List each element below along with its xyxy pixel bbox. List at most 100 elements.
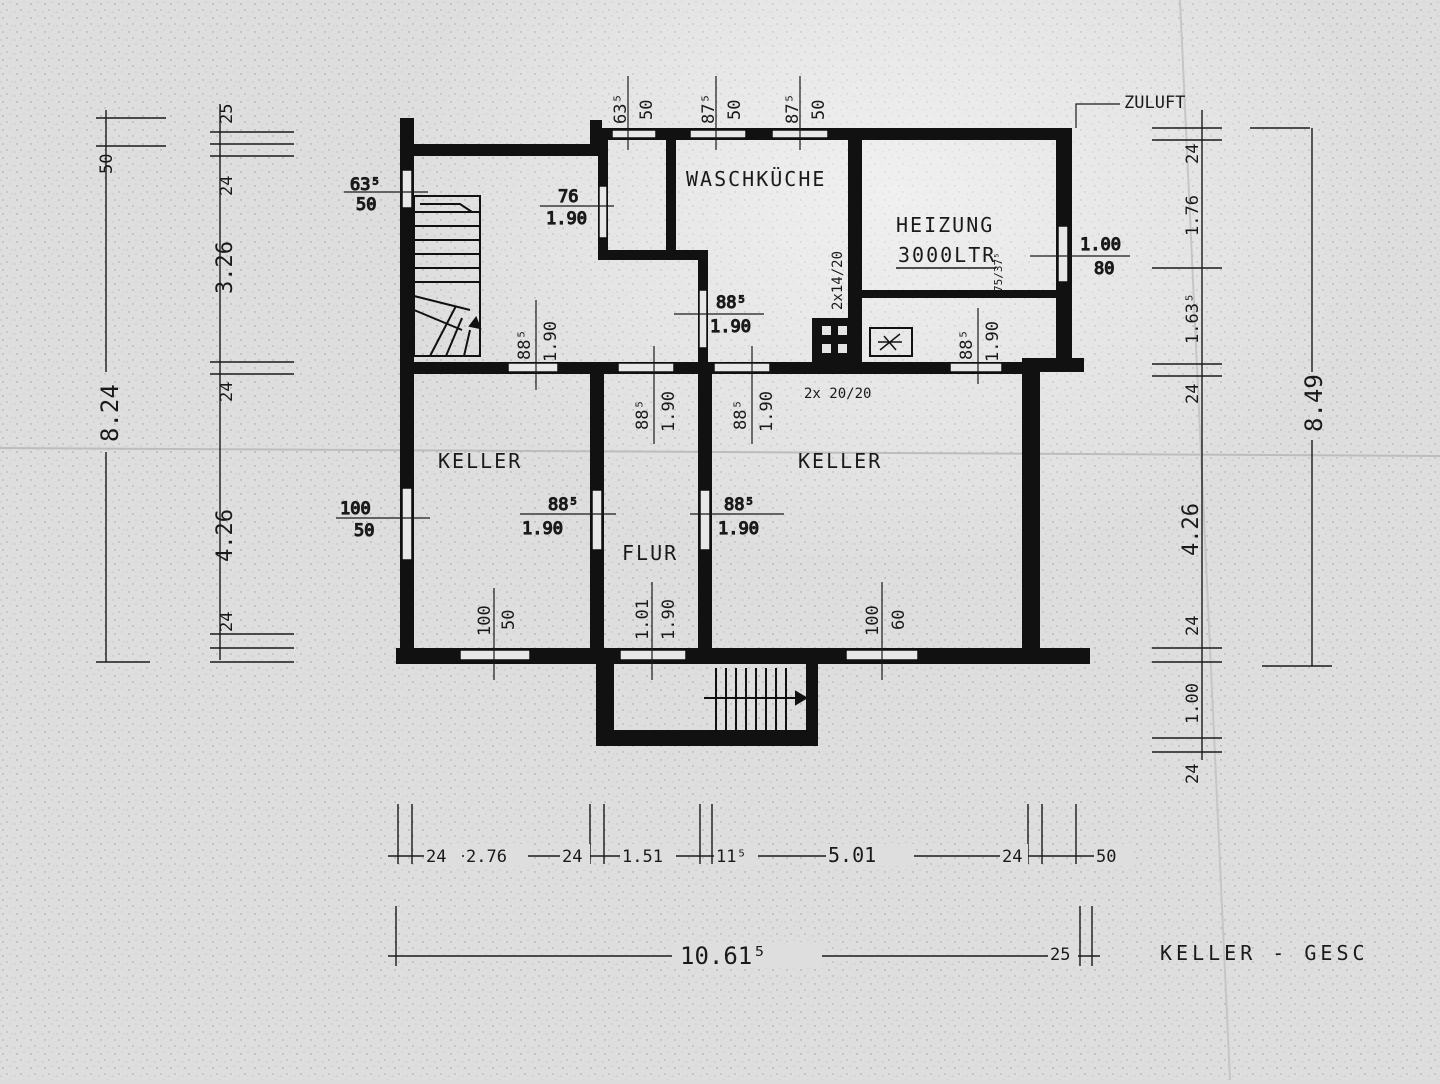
waschkueche-door-width: 88⁵ [716, 293, 747, 313]
interior-stair [413, 195, 482, 357]
small-room-door-height: 1.90 [546, 209, 587, 229]
paper-fold [0, 447, 1440, 457]
wall-outer-right-lower [1022, 362, 1040, 654]
heizung-window-height: 80 [1094, 259, 1114, 279]
label-zuluft: ZULUFT [1124, 93, 1185, 113]
window-bottom-right-height: 60 [889, 610, 909, 630]
dim-bottom-extra: 25 [1050, 945, 1070, 965]
sheet-title: KELLER - GESC [1160, 941, 1369, 965]
dim-right-inner-24a: 24 [1183, 144, 1203, 164]
wall-entrance-left [596, 660, 614, 746]
dim-right-inner-24b: 24 [1183, 384, 1203, 404]
small-room-door-width: 76 [558, 187, 578, 207]
window-heizung-right [1057, 225, 1069, 283]
vent-2x14: 2x14/20 [830, 251, 846, 310]
window-bottom-left-width: 100 [475, 605, 495, 636]
heater-symbol [869, 327, 913, 357]
dim-left-inner-24c: 24 [217, 612, 237, 632]
dim-left-inner-25: 25 [217, 104, 237, 124]
top-window-1-height: 50 [637, 100, 657, 120]
dim-bottom-50: 50 [1096, 847, 1116, 867]
left-window-width: 100 [340, 499, 371, 519]
dim-bottom-24b: 24 [562, 847, 582, 867]
door-heizung-width: 88⁵ [957, 329, 977, 360]
wall-heizung-left [848, 140, 862, 372]
vent-2x20: 2x 20/20 [804, 386, 871, 402]
room-label-waschkueche: WASCHKÜCHE [686, 167, 826, 191]
dim-left-inner-24b: 24 [217, 382, 237, 402]
door-bottom-flur-height: 1.90 [659, 599, 679, 640]
top-window-3-height: 50 [809, 100, 829, 120]
door-bottom-flur [619, 649, 687, 661]
paper-fold-vertical [1179, 0, 1231, 1081]
dim-right-outer-849: 8.49 [1300, 374, 1328, 432]
keller-left-door-width: 88⁵ [548, 495, 579, 515]
entrance-stair [704, 668, 808, 730]
dim-left-inner-326: 3.26 [213, 241, 238, 294]
door-keller-l [591, 489, 603, 551]
chimney-flue-2 [838, 326, 847, 335]
dim-right-inner-176: 1.76 [1183, 195, 1203, 236]
door-keller-r [699, 489, 711, 551]
window-stair [401, 169, 413, 209]
room-label-flur: FLUR [622, 541, 678, 565]
zuluft-leader [1075, 103, 1120, 128]
left-window-height: 50 [354, 521, 374, 541]
rotated-annotations: 88⁵ 1.90 88⁵ 1.90 88⁵ 1.90 88⁵ 1.90 100 … [475, 93, 1005, 640]
dim-right-inner-24c: 24 [1183, 616, 1203, 636]
dim-bottom-151: 1.51 [622, 847, 663, 867]
top-window-3-width: 87⁵ [783, 93, 803, 124]
door-flur-top-height: 1.90 [659, 391, 679, 432]
dim-right-inner-24d: 24 [1183, 764, 1203, 784]
window-bottom-right-width: 100 [863, 605, 883, 636]
chimney-flue-1 [822, 326, 831, 335]
wall-outer-top-left [400, 144, 600, 156]
window-top-2 [689, 129, 747, 139]
dim-right-inner-1635: 1.63⁵ [1183, 293, 1203, 344]
dim-bottom-24a: 24 [426, 847, 446, 867]
window-left [401, 487, 413, 561]
door-heizung [949, 362, 1003, 373]
top-window-2-width: 87⁵ [699, 93, 719, 124]
door-small-room [598, 185, 608, 239]
chimney [812, 318, 854, 366]
top-window-1-width: 63⁵ [611, 93, 631, 124]
door-heizung-height: 1.90 [983, 321, 1003, 362]
wall-heizung-bottom [856, 290, 1056, 298]
door-keller-r-top-width: 88⁵ [731, 399, 751, 430]
heizung-window-width: 1.00 [1080, 235, 1121, 255]
room-label-heizung: HEIZUNG [896, 213, 994, 237]
wall-small-room-right [666, 140, 676, 260]
dim-bottom-total: 10.61⁵ [680, 942, 767, 970]
waschkueche-door-height: 1.90 [710, 317, 751, 337]
wall-entrance-right [806, 660, 818, 746]
chimney-flue-4 [838, 344, 847, 353]
window-bottom-left [459, 649, 531, 661]
opening-annotations: 63⁵ 50 76 1.90 88⁵ 1.90 1.00 80 100 50 8… [336, 76, 1130, 680]
door-bottom-flur-width: 1.01 [633, 599, 653, 640]
wall-entrance-bottom [596, 730, 818, 746]
top-window-2-height: 50 [725, 100, 745, 120]
keller-right-door-width: 88⁵ [724, 495, 755, 515]
dim-right-inner-426: 4.26 [1179, 503, 1204, 556]
dim-bottom-115: 11⁵ [716, 847, 747, 867]
dim-text-masks [424, 844, 1134, 968]
dim-bottom-276: 2.76 [466, 847, 507, 867]
door-flur-top-width: 88⁵ [633, 399, 653, 430]
keller-right-door-height: 1.90 [718, 519, 759, 539]
door-waschkueche [698, 289, 708, 349]
stair-window-width: 63⁵ [350, 175, 381, 195]
door-keller-r-top-height: 1.90 [757, 391, 777, 432]
door-keller-r-top [713, 362, 771, 373]
door-stair [507, 362, 559, 373]
chimney-flue-3 [822, 344, 831, 353]
room-label-tank: 3000LTR [898, 243, 996, 267]
wall-small-room-bottom [598, 250, 708, 260]
room-label-keller-right: KELLER [798, 449, 882, 473]
keller-left-door-height: 1.90 [522, 519, 563, 539]
dim-bottom-24c: 24 [1002, 847, 1022, 867]
stair-window-height: 50 [356, 195, 376, 215]
door-flur-top [617, 362, 675, 373]
